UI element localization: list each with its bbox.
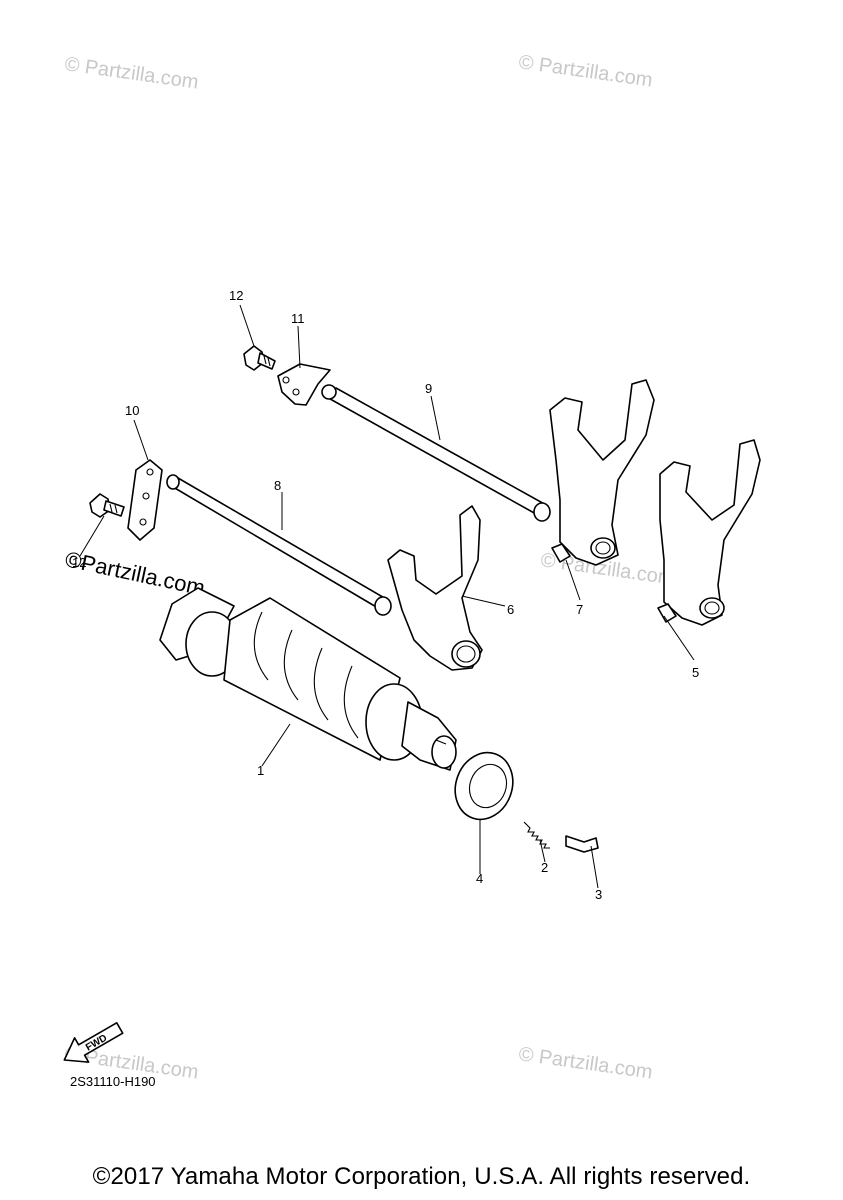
copyright-notice: ©2017 Yamaha Motor Corporation, U.S.A. A… <box>92 1163 751 1190</box>
callout-1: 1 <box>257 763 264 778</box>
callout-11: 11 <box>291 311 305 326</box>
watermark-top-right: © Partzilla.com <box>517 51 654 92</box>
callout-7: 7 <box>576 602 583 617</box>
part-12-bolt-lower <box>89 493 125 518</box>
part-9-fork-shaft-upper <box>321 384 551 522</box>
part-3-pin <box>565 835 599 853</box>
watermark-top-left: © Partzilla.com <box>63 53 200 94</box>
callout-2: 2 <box>541 860 548 875</box>
part-8-fork-shaft-lower <box>166 474 392 616</box>
part-2-spring <box>523 821 550 849</box>
callout-3: 3 <box>595 887 602 902</box>
callout-9: 9 <box>425 381 432 396</box>
part-5-shift-fork <box>657 439 761 626</box>
part-10-plate-lower <box>127 459 163 541</box>
callout-12-lower: 12 <box>72 555 86 570</box>
part-12-bolt-upper <box>243 345 276 371</box>
part-6-shift-fork <box>387 505 483 671</box>
watermark-bottom-right: © Partzilla.com <box>517 1043 654 1084</box>
part-4-bearing <box>454 751 514 821</box>
callout-5: 5 <box>692 665 699 680</box>
part-7-shift-fork <box>549 379 655 566</box>
leader-lines <box>79 304 695 889</box>
callout-6: 6 <box>507 602 514 617</box>
diagram-code: 2S31110-H190 <box>70 1074 156 1089</box>
callout-10: 10 <box>125 403 139 418</box>
callout-8: 8 <box>274 478 281 493</box>
callout-numbers: 1 2 3 4 5 6 7 8 9 10 11 12 12 <box>72 288 699 902</box>
callout-4: 4 <box>476 871 483 886</box>
part-11-plate-upper <box>277 363 331 406</box>
callout-12-upper: 12 <box>229 288 243 303</box>
watermarks: © Partzilla.com © Partzilla.com © Partzi… <box>63 51 676 1084</box>
part-1-shift-drum <box>159 587 457 771</box>
